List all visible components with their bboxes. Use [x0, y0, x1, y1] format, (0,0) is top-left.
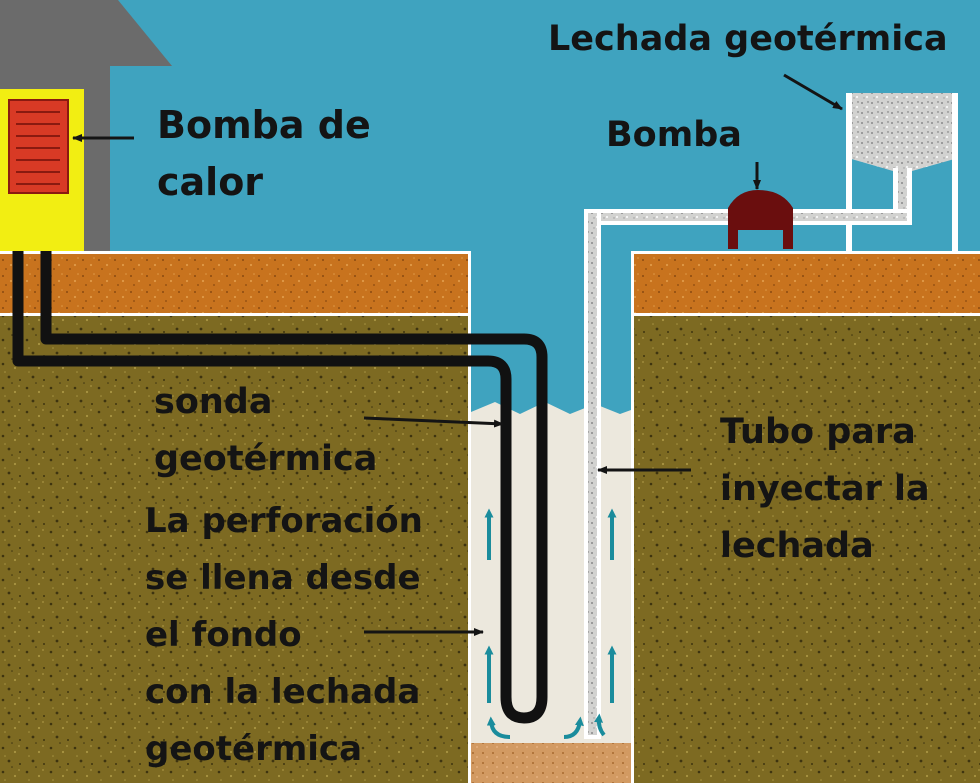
- hopper-leg-left: [846, 93, 852, 251]
- pointer-grout-hopper: [783, 73, 843, 111]
- topsoil-left: [0, 254, 470, 314]
- label-pump: Bomba: [606, 115, 742, 155]
- label-heat-pump: Bomba de calor: [157, 103, 371, 204]
- grout-hopper: [848, 93, 958, 158]
- flow-arrow-turn: [563, 716, 584, 739]
- soil-right: [633, 316, 980, 783]
- borehole-wall-left: [468, 251, 471, 783]
- grout-pump-icon: [728, 190, 793, 249]
- label-injection-tube: Tubo para inyectar la lechada: [720, 412, 930, 566]
- house-roof: [0, 0, 172, 66]
- borehole-grout-fill: [471, 402, 631, 743]
- flow-arrow-turn: [594, 713, 606, 737]
- geothermal-probe-loop: [12, 251, 548, 724]
- label-fill-note: La perforación se llena desde el fondo c…: [145, 501, 423, 769]
- label-grout-title: Lechada geotérmica: [548, 19, 948, 59]
- hopper-outlet-core: [898, 168, 907, 212]
- ground-surface-right: [633, 251, 980, 254]
- borehole-wall-right: [631, 251, 634, 783]
- heat-pump-coil-lines: [16, 111, 60, 185]
- soil-left: [0, 316, 470, 783]
- layer-line-right: [633, 313, 980, 316]
- heat-pump-coil-icon: [8, 99, 69, 194]
- grout-hopper-funnel: [848, 158, 958, 171]
- label-probe: sonda geotérmica: [154, 382, 378, 479]
- grout-flow-arrows: [484, 508, 617, 739]
- pointer-probe: [363, 416, 504, 428]
- borehole-bottom-sand: [471, 743, 631, 783]
- hopper-leg-right: [952, 93, 958, 251]
- grout-injection-tube-core: [588, 213, 597, 735]
- topsoil-right: [633, 254, 980, 314]
- ground-surface-left: [0, 251, 470, 254]
- layer-line-left: [0, 313, 470, 316]
- flow-arrow-turn: [486, 716, 511, 739]
